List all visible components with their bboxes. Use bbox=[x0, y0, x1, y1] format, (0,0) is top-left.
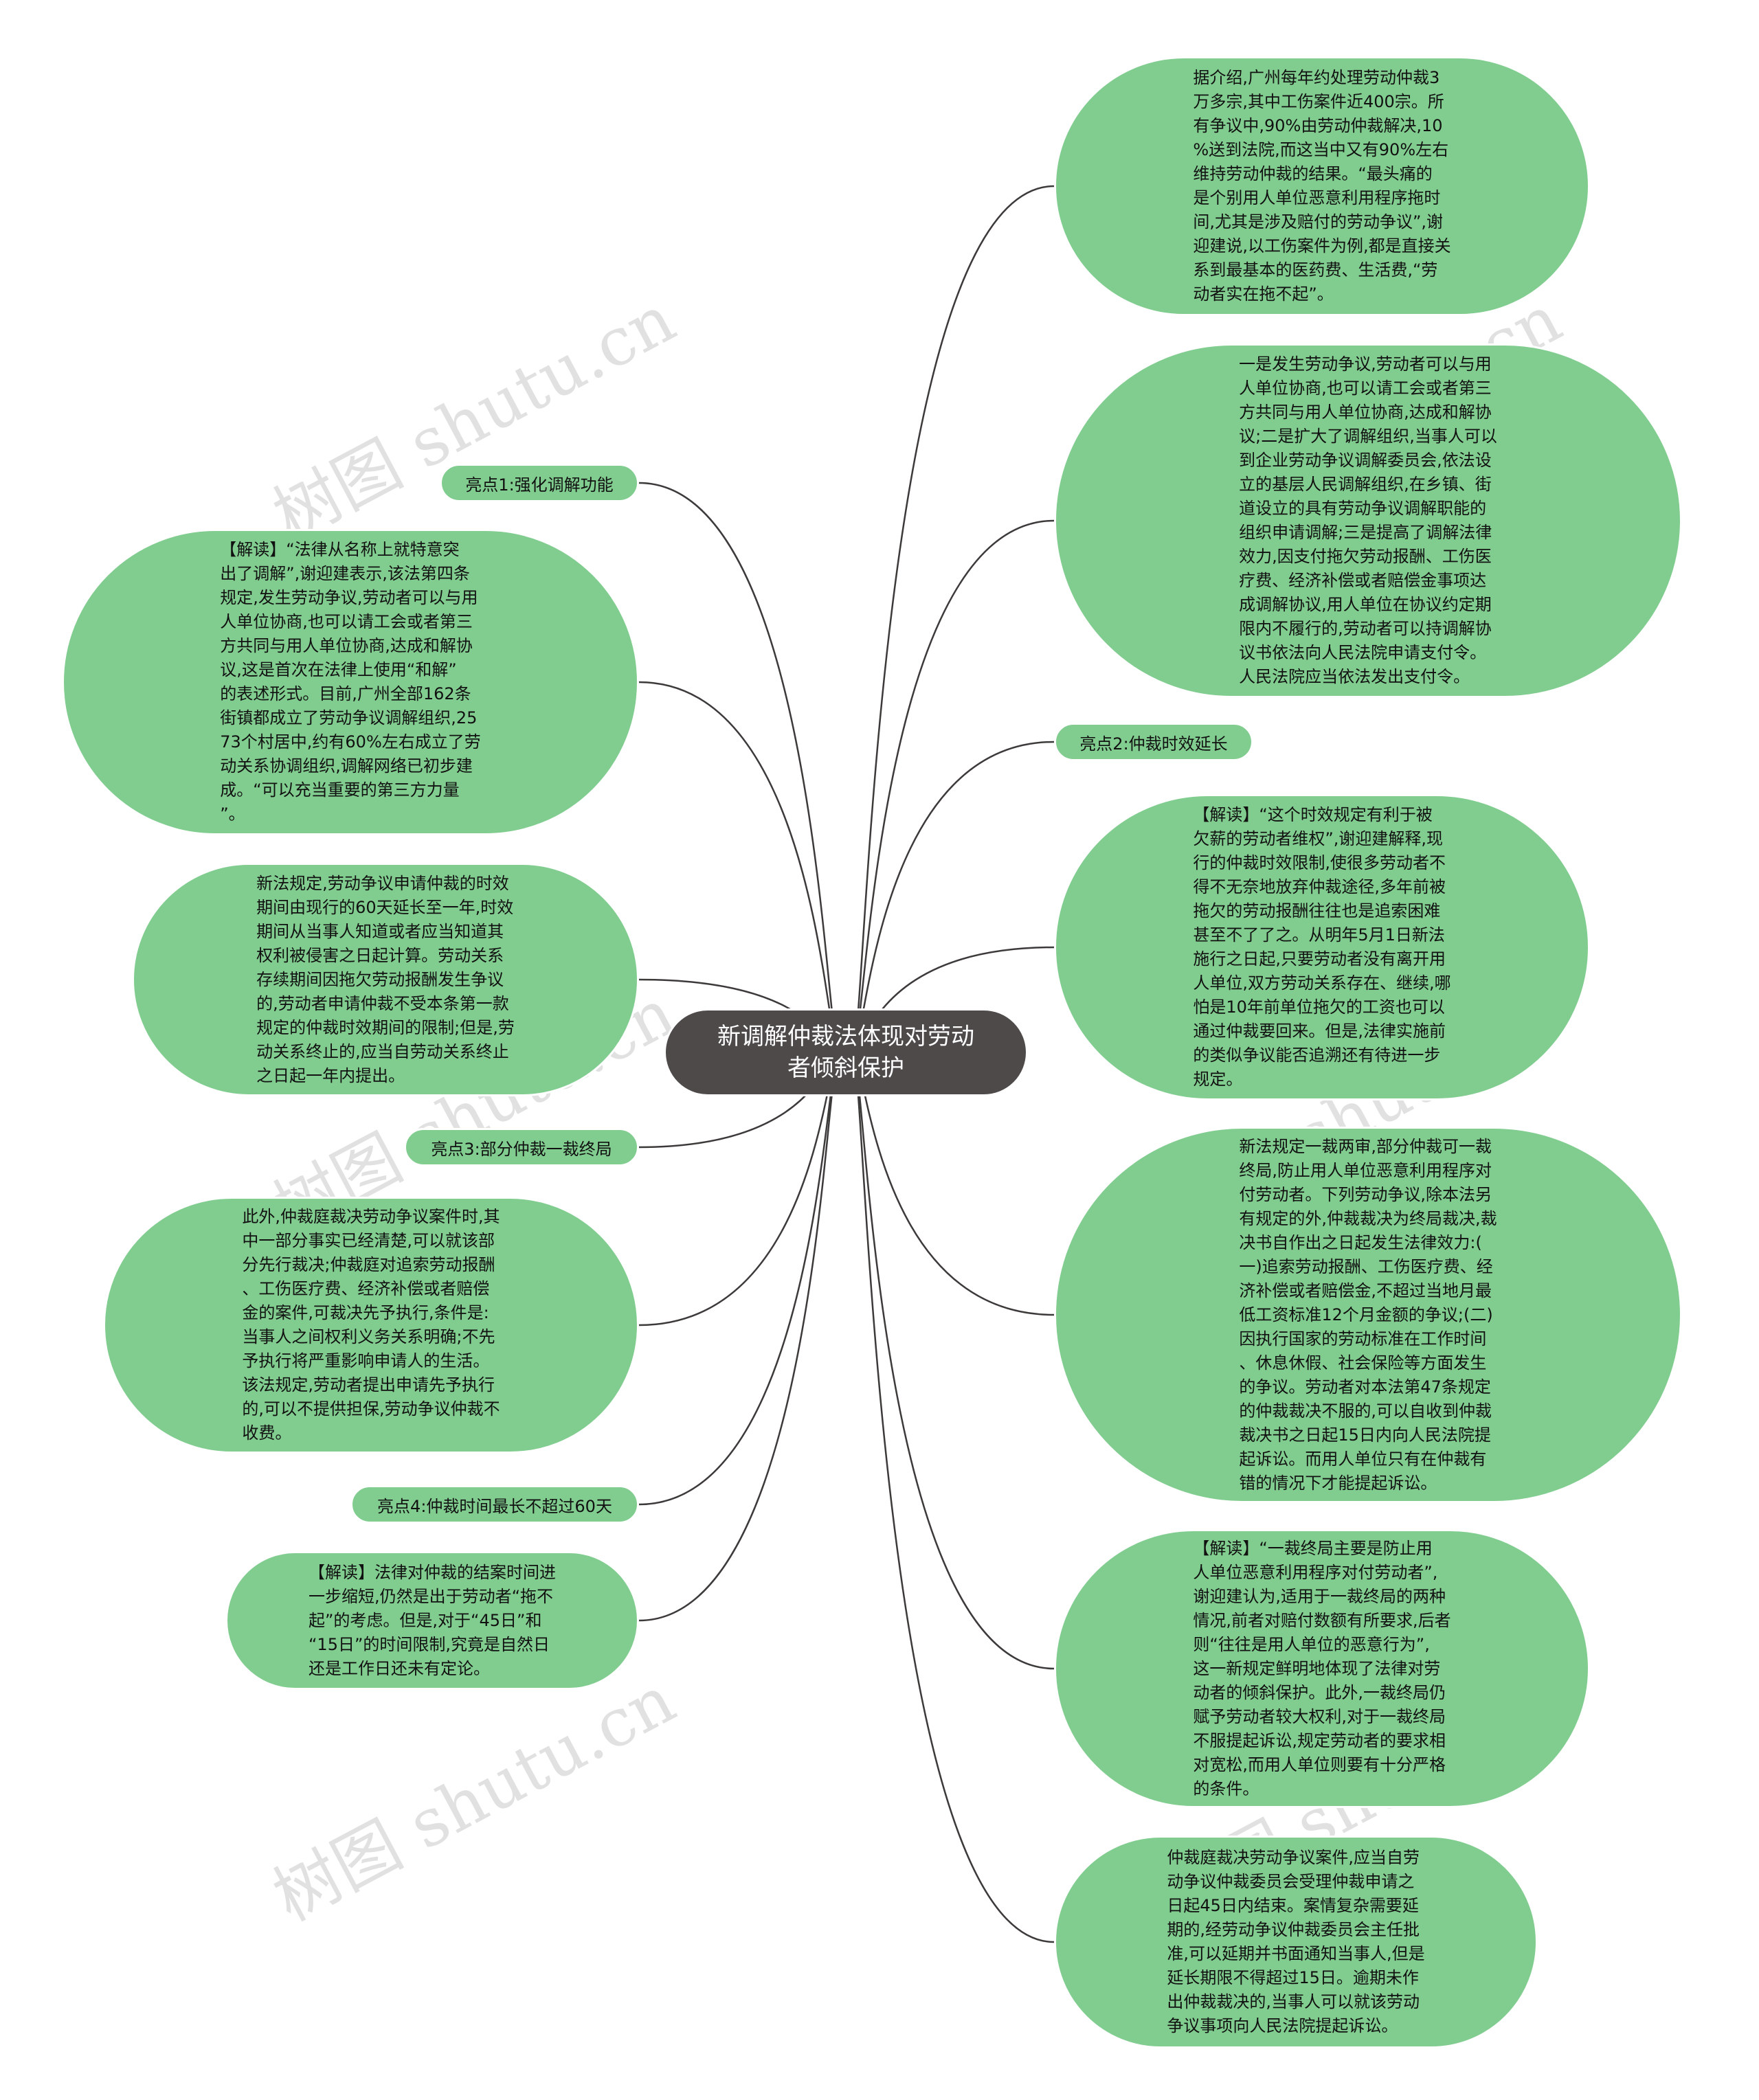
advance-ruling-bubble[interactable]: 此外,仲裁庭裁决劳动争议案件时,其 中一部分事实已经清楚,可以就该部 分先行裁决… bbox=[103, 1197, 639, 1454]
guangzhou-statistics-bubble[interactable]: 据介绍,广州每年约处理劳动仲裁3 万多宗,其中工伤案件近400宗。所 有争议中,… bbox=[1054, 56, 1590, 316]
connector-line bbox=[851, 741, 1055, 1054]
bubble-text: 新法规定一裁两审,部分仲裁可一裁 终局,防止用人单位恶意利用程序对 付劳动者。下… bbox=[1239, 1136, 1497, 1493]
highlight-2-tag[interactable]: 亮点2:仲裁时效延长 bbox=[1054, 723, 1253, 761]
highlight-1-label: 亮点1:强化调解功能 bbox=[465, 475, 614, 495]
bubble-text: 据介绍,广州每年约处理劳动仲裁3 万多宗,其中工伤案件近400宗。所 有争议中,… bbox=[1193, 68, 1451, 304]
interpretation-final-ruling-bubble[interactable]: 【解读】“一裁终局主要是防止用 人单位恶意利用程序对付劳动者”, 谢迎建认为,适… bbox=[1054, 1529, 1590, 1808]
bubble-text: 仲裁庭裁决劳动争议案件,应当自劳 动争议仲裁委员会受理仲裁申请之 日起45日内结… bbox=[1167, 1848, 1425, 2035]
bubble-text: 【解读】“一裁终局主要是防止用 人单位恶意利用程序对付劳动者”, 谢迎建认为,适… bbox=[1193, 1538, 1451, 1798]
connector-line bbox=[851, 185, 1055, 1054]
connector-line bbox=[851, 1051, 1055, 1670]
bubble-text: 此外,仲裁庭裁决劳动争议案件时,其 中一部分事实已经清楚,可以就该部 分先行裁决… bbox=[242, 1207, 500, 1443]
interpretation-deadline-bubble[interactable]: 【解读】法律对仲裁的结案时间进 一步缩短,仍然是出于劳动者“拖不 起”的考虑。但… bbox=[225, 1551, 639, 1690]
mediation-rules-bubble[interactable]: 一是发生劳动争议,劳动者可以与用 人单位协商,也可以请工会或者第三 方共同与用人… bbox=[1054, 343, 1682, 698]
interpretation-time-limit-bubble[interactable]: 【解读】“这个时效规定有利于被 欠薪的劳动者维权”,谢迎建解释,现 行的仲裁时效… bbox=[1054, 794, 1590, 1100]
highlight-4-label: 亮点4:仲裁时间最长不超过60天 bbox=[377, 1496, 612, 1516]
time-limit-rule-bubble[interactable]: 新法规定,劳动争议申请仲裁的时效 期间由现行的60天延长至一年,时效 期间从当事… bbox=[132, 863, 639, 1096]
connector-line bbox=[851, 519, 1055, 1054]
connector-line bbox=[638, 1051, 840, 1622]
highlight-2-label: 亮点2:仲裁时效延长 bbox=[1079, 734, 1228, 754]
arbitration-deadline-bubble[interactable]: 仲裁庭裁决劳动争议案件,应当自劳 动争议仲裁委员会受理仲裁申请之 日起45日内结… bbox=[1054, 1836, 1538, 2048]
bubble-text: 【解读】法律对仲裁的结案时间进 一步缩短,仍然是出于劳动者“拖不 起”的考虑。但… bbox=[309, 1562, 556, 1678]
connector-line bbox=[638, 482, 840, 1054]
connector-line bbox=[638, 681, 840, 1054]
highlight-3-label: 亮点3:部分仲裁一裁终局 bbox=[431, 1139, 612, 1159]
central-topic[interactable]: 新调解仲裁法体现对劳动 者倾斜保护 bbox=[664, 1008, 1028, 1096]
bubble-text: 新法规定,劳动争议申请仲裁的时效 期间由现行的60天延长至一年,时效 期间从当事… bbox=[256, 873, 515, 1085]
bubble-text: 一是发生劳动争议,劳动者可以与用 人单位协商,也可以请工会或者第三 方共同与用人… bbox=[1239, 354, 1497, 686]
connector-line bbox=[638, 1051, 840, 1506]
highlight-3-tag[interactable]: 亮点3:部分仲裁一裁终局 bbox=[404, 1128, 639, 1166]
final-ruling-rules-bubble[interactable]: 新法规定一裁两审,部分仲裁可一裁 终局,防止用人单位恶意利用程序对 付劳动者。下… bbox=[1054, 1127, 1682, 1503]
central-topic-label: 新调解仲裁法体现对劳动 者倾斜保护 bbox=[717, 1023, 974, 1082]
connector-line bbox=[851, 1051, 1055, 1943]
bubble-text: 【解读】“法律从名称上就特意突 出了调解”,谢迎建表示,该法第四条 规定,发生劳… bbox=[220, 540, 481, 824]
highlight-4-tag[interactable]: 亮点4:仲裁时间最长不超过60天 bbox=[350, 1485, 639, 1524]
bubble-text: 【解读】“这个时效规定有利于被 欠薪的劳动者维权”,谢迎建解释,现 行的仲裁时效… bbox=[1193, 805, 1451, 1089]
interpretation-mediation-bubble[interactable]: 【解读】“法律从名称上就特意突 出了调解”,谢迎建表示,该法第四条 规定,发生劳… bbox=[62, 529, 639, 835]
highlight-1-tag[interactable]: 亮点1:强化调解功能 bbox=[440, 464, 639, 502]
